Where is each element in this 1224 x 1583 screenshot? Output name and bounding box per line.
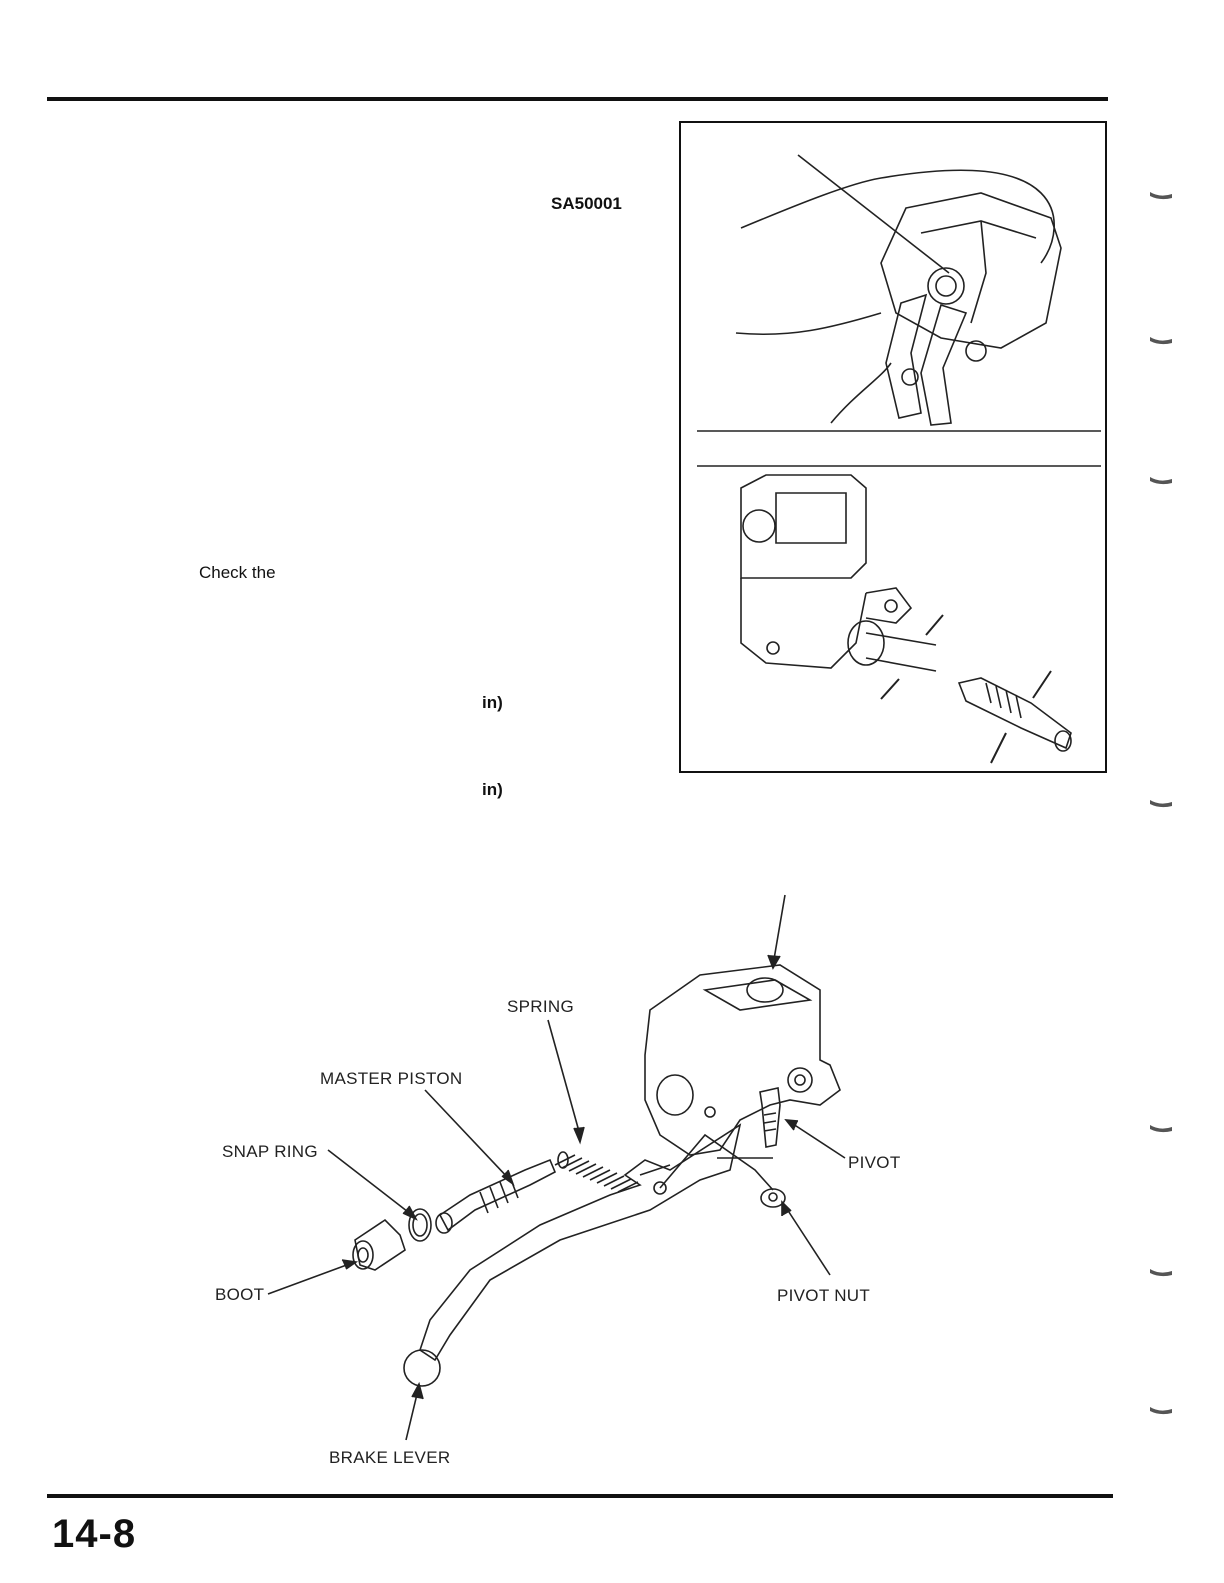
binder-tab-mark [1150, 192, 1172, 200]
binder-tab-mark [1150, 800, 1172, 808]
master-piston [438, 1158, 557, 1232]
label-boot: BOOT [215, 1285, 265, 1304]
top-rule [47, 97, 1108, 101]
binder-tab-mark [1150, 337, 1172, 345]
pivot-bolt [759, 1087, 781, 1148]
binder-tab-mark [1150, 1407, 1172, 1415]
bottom-rule [47, 1494, 1113, 1498]
label-brake-lever: BRAKE LEVER [329, 1448, 451, 1467]
snap-ring [408, 1208, 432, 1242]
label-pivot-nut: PIVOT NUT [777, 1286, 871, 1305]
check-text: Check the [199, 563, 276, 582]
snap-ring-pliers-illustration [735, 154, 1062, 426]
binder-tab-mark [1150, 1125, 1172, 1133]
cylinder-bore-diagram [740, 474, 1072, 764]
page-number: 14-8 [52, 1512, 137, 1556]
binder-tab-mark [1150, 477, 1172, 485]
exploded-view-diagram [267, 894, 846, 1441]
label-spring: SPRING [507, 997, 574, 1016]
unit-label-2: in) [482, 780, 503, 799]
master-cylinder-body [644, 964, 841, 1156]
document-code: SA50001 [551, 194, 622, 213]
label-pivot: PIVOT [848, 1153, 901, 1172]
binder-tab-mark [1150, 1269, 1172, 1277]
figure-illustrations [697, 154, 1101, 764]
label-master-piston: MASTER PISTON [320, 1069, 463, 1088]
exploded-parts [267, 894, 846, 1441]
spring [554, 1154, 639, 1193]
brake-lever [419, 1123, 742, 1362]
figure-frame [679, 121, 1107, 773]
label-snap-ring: SNAP RING [222, 1142, 318, 1161]
unit-label-1: in) [482, 693, 503, 712]
boot [354, 1218, 406, 1271]
